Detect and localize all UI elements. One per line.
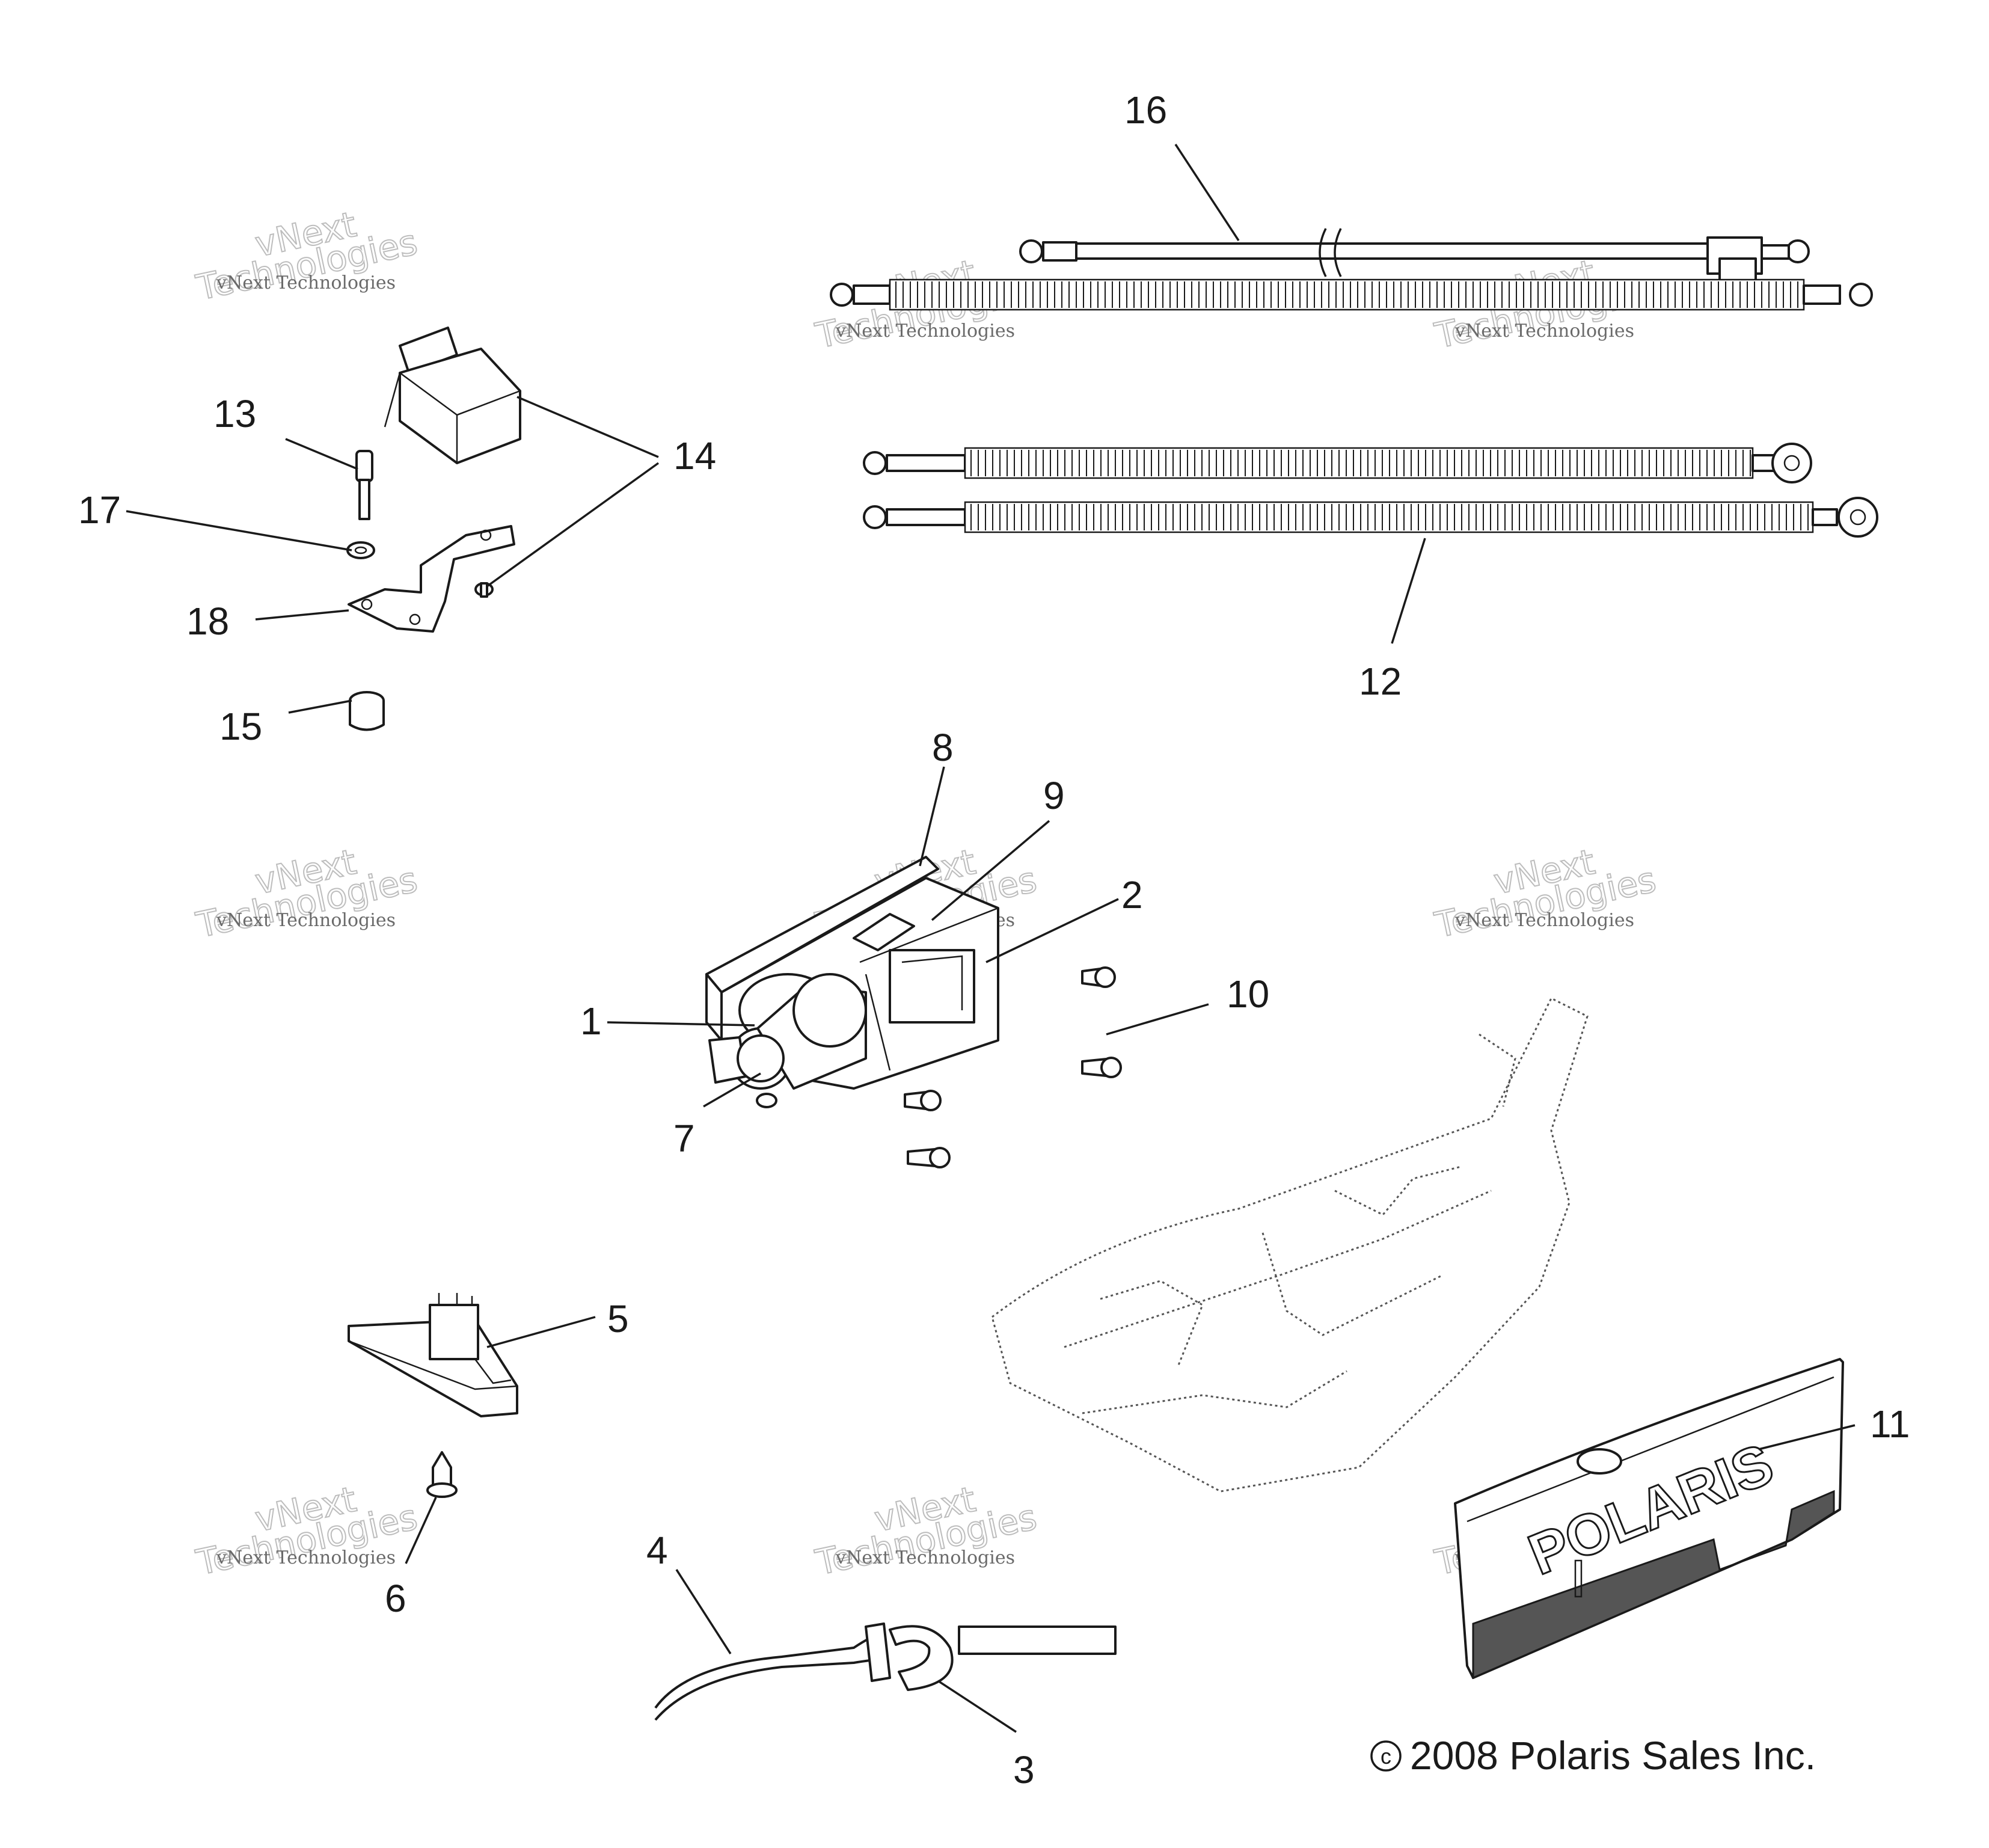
watermark-mid-left: Technologies vNext vNext Technologies bbox=[192, 841, 421, 947]
part-3-clamp bbox=[865, 1622, 1117, 1691]
part-5-switch bbox=[348, 1293, 518, 1417]
callout-17: 17 bbox=[78, 488, 121, 532]
callout-1: 1 bbox=[580, 999, 602, 1043]
callout-7: 7 bbox=[673, 1117, 695, 1160]
corrugation-ribs bbox=[970, 504, 1809, 530]
callout-2: 2 bbox=[1121, 873, 1143, 916]
callout-13: 13 bbox=[213, 392, 256, 435]
part-11-bumper-panel: POLARIS bbox=[1454, 1358, 1844, 1680]
copyright-symbol-letter: c bbox=[1381, 1744, 1391, 1769]
watermark-top-mid: Technologies vNext vNext Technologies bbox=[811, 251, 1041, 357]
callout-6: 6 bbox=[385, 1577, 406, 1620]
callout-5: 5 bbox=[607, 1297, 629, 1340]
part-9-cover bbox=[853, 913, 915, 951]
svg-text:vNext Technologies: vNext Technologies bbox=[216, 1547, 396, 1568]
callout-4: 4 bbox=[646, 1529, 668, 1572]
part-13-bolt bbox=[355, 450, 373, 520]
watermark-mid-right: Technologies vNext vNext Technologies bbox=[1430, 841, 1660, 947]
copyright-notice: c 2008 Polaris Sales Inc. bbox=[1370, 1733, 1816, 1778]
callout-10: 10 bbox=[1227, 972, 1269, 1016]
part-15-spacer bbox=[349, 691, 385, 731]
leader-lines bbox=[126, 144, 1856, 1733]
copyright-text: 2008 Polaris Sales Inc. bbox=[1410, 1733, 1816, 1778]
svg-text:vNext Technologies: vNext Technologies bbox=[835, 321, 1015, 342]
part-10-screws bbox=[904, 966, 1122, 1168]
bumper-ghost-outline bbox=[991, 996, 1589, 1493]
callout-11: 11 bbox=[1870, 1402, 1910, 1446]
screw-b bbox=[1081, 1057, 1122, 1078]
svg-text:vNext Technologies: vNext Technologies bbox=[216, 910, 396, 931]
svg-text:vNext Technologies: vNext Technologies bbox=[835, 1547, 1015, 1568]
callout-labels: 16 13 14 17 18 15 12 8 9 2 1 10 7 5 6 4 … bbox=[78, 88, 1910, 1791]
bumper-reflective-strip bbox=[1472, 1490, 1835, 1680]
watermark-top-right: Technologies vNext vNext Technologies bbox=[1430, 251, 1660, 357]
part-1-motor bbox=[708, 973, 867, 1090]
callout-9: 9 bbox=[1043, 774, 1065, 817]
callout-18: 18 bbox=[186, 600, 229, 643]
callout-12: 12 bbox=[1359, 660, 1402, 703]
part-16-battery-cable bbox=[1019, 228, 1810, 284]
screw-a bbox=[1081, 966, 1116, 988]
callout-15: 15 bbox=[219, 705, 262, 748]
callout-16: 16 bbox=[1124, 88, 1167, 132]
svg-text:vNext Technologies: vNext Technologies bbox=[216, 272, 396, 293]
svg-text:vNext Technologies: vNext Technologies bbox=[1454, 321, 1634, 342]
callout-3: 3 bbox=[1013, 1748, 1035, 1791]
screw-c bbox=[904, 1090, 942, 1111]
copyright-symbol bbox=[1370, 1740, 1402, 1772]
part-4-wire bbox=[654, 1635, 878, 1721]
part-6-push-rivet bbox=[426, 1451, 458, 1498]
callout-14: 14 bbox=[673, 434, 716, 477]
part-16-corrugated-cable bbox=[830, 278, 1873, 311]
part-14-relay bbox=[384, 327, 521, 464]
corrugation-ribs bbox=[895, 281, 1798, 308]
svg-text:vNext Technologies: vNext Technologies bbox=[1454, 910, 1634, 931]
part-12-battery-cable-b bbox=[863, 497, 1878, 538]
part-12-battery-cable-a bbox=[863, 443, 1812, 483]
corrugation-ribs bbox=[970, 450, 1751, 476]
screw-d bbox=[907, 1147, 951, 1168]
part-18-bracket bbox=[348, 525, 515, 633]
part-7-nut bbox=[756, 1093, 777, 1108]
watermark-bottom-center: Technologies vNext vNext Technologies bbox=[811, 1478, 1041, 1584]
callout-8: 8 bbox=[932, 726, 954, 769]
watermark-top-left: Technologies vNext vNext Technologies bbox=[192, 203, 421, 309]
cable-break-mark bbox=[1319, 228, 1342, 277]
